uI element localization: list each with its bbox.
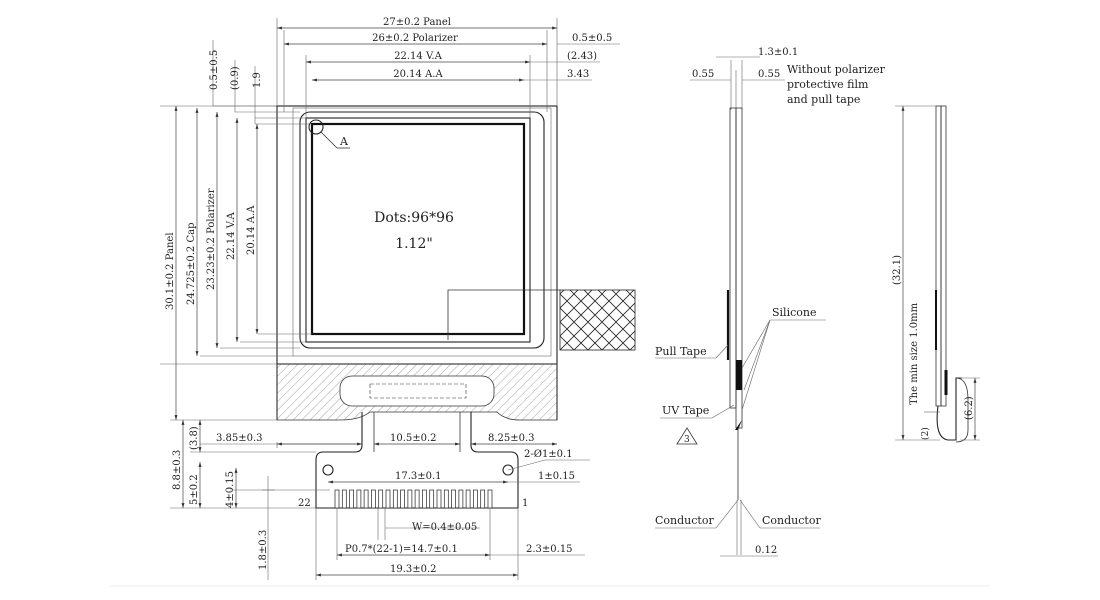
dim-top-polarizer-offset: 0.5±0.5 bbox=[209, 50, 220, 90]
dim-bent-small: (2) bbox=[920, 427, 931, 440]
dim-fpc-tail-small: (3.8) bbox=[189, 426, 200, 450]
dim-fpc-tail-height: 8.8±0.3 bbox=[172, 450, 183, 490]
bent-glass-left bbox=[935, 105, 942, 407]
dim-fpc-center-width: 10.5±0.2 bbox=[390, 433, 437, 444]
pin-first-label: 22 bbox=[298, 498, 311, 509]
dim-fpc-total-width: 19.3±0.2 bbox=[390, 564, 437, 575]
connector-pad bbox=[443, 489, 449, 509]
bent-fpc-curve bbox=[936, 377, 962, 441]
dim-right-polarizer-offset: 0.5±0.5 bbox=[572, 33, 612, 44]
pin-pads bbox=[334, 489, 493, 509]
fpc-hole-right bbox=[502, 464, 514, 476]
dim-aa-height: 20.14 A.A bbox=[246, 205, 257, 255]
pin-last-label: 1 bbox=[522, 498, 528, 509]
diagonal-label: 1.12" bbox=[395, 236, 433, 252]
active-area bbox=[310, 122, 526, 336]
dim-side-left-layer: 0.55 bbox=[692, 69, 714, 80]
bent-note-min-size: The min size 1.0mm bbox=[909, 302, 920, 405]
connector-pad bbox=[385, 489, 391, 509]
dim-polarizer-height: 23.23±0.2 Polarizer bbox=[206, 188, 217, 290]
dim-fpc-right-offset: 8.25±0.3 bbox=[488, 433, 535, 444]
connector-pad bbox=[400, 489, 405, 509]
dim-fpc-hole-pitch: 17.3±0.1 bbox=[395, 471, 442, 482]
dim-fpc-pitch: P0.7*(22-1)=14.7±0.1 bbox=[345, 544, 458, 555]
connector-pad bbox=[465, 489, 471, 509]
dim-fpc-hole: 2-Ø1±0.1 bbox=[524, 449, 573, 460]
fpc-tail: 22 1 3.85±0.3 10.5±0.2 8.25±0.3 2-Ø1±0.1… bbox=[170, 412, 590, 580]
connector-pad bbox=[349, 489, 354, 509]
dim-cap-height: 24.725±0.2 Cap bbox=[186, 223, 197, 305]
dim-va-width: 22.14 V.A bbox=[394, 51, 442, 62]
dim-fpc-pad-width: W=0.4±0.05 bbox=[412, 522, 477, 533]
side-note-line1: Without polarizer bbox=[787, 63, 886, 76]
dim-side-right-layer: 0.55 bbox=[758, 69, 780, 80]
front-view: A Dots:96*96 1.12" 27±0.2 Panel 26±0.2 P… bbox=[160, 17, 636, 421]
label-conductor-left: Conductor bbox=[655, 514, 714, 527]
bent-view: (32.1) The min size 1.0mm (6.2) (2) bbox=[892, 105, 980, 443]
dim-fpc-left-offset: 3.85±0.3 bbox=[216, 433, 263, 444]
note-triangle-num: 3 bbox=[684, 435, 690, 445]
connector-pad bbox=[436, 489, 442, 509]
silicone-fill bbox=[736, 360, 742, 390]
dim-fpc-pad-height: 4±0.15 bbox=[225, 471, 236, 508]
label-conductor-right: Conductor bbox=[762, 514, 821, 527]
connector-pad bbox=[407, 489, 413, 509]
connector-pad bbox=[487, 489, 493, 509]
dim-conductor: 0.12 bbox=[755, 545, 777, 556]
cap-outline bbox=[292, 107, 552, 357]
dots-label: Dots:96*96 bbox=[374, 210, 454, 226]
connector-pad bbox=[371, 489, 376, 509]
detail-marker-label: A bbox=[339, 135, 349, 148]
panel-outline bbox=[276, 105, 558, 365]
fpc-hole-left bbox=[322, 464, 334, 476]
dim-bent-height: (32.1) bbox=[892, 255, 903, 285]
dim-panel-height: 30.1±0.2 Panel bbox=[165, 232, 176, 310]
dim-right-aa-offset: 3.43 bbox=[567, 69, 589, 80]
label-pull-tape: Pull Tape bbox=[655, 345, 707, 358]
glass-layer-right bbox=[735, 107, 743, 429]
connector-pad bbox=[451, 489, 456, 509]
connector-pad bbox=[429, 489, 435, 509]
connector-pad bbox=[363, 489, 369, 509]
side-view: 1.3±0.1 0.55 0.55 Without polarizer prot… bbox=[655, 47, 886, 557]
dim-fpc-tail-mid: 5±0.2 bbox=[189, 474, 200, 505]
dim-fpc-pad-right: 2.3±0.15 bbox=[526, 544, 573, 555]
dim-top-aa-offset: 1.9 bbox=[252, 72, 263, 88]
side-note-line3: and pull tape bbox=[787, 93, 860, 106]
label-uv-tape: UV Tape bbox=[662, 404, 709, 417]
dim-bent-bend: (6.2) bbox=[964, 396, 975, 420]
connector-pad bbox=[480, 489, 486, 509]
dim-polarizer-width: 26±0.2 Polarizer bbox=[372, 33, 458, 44]
connector-pad bbox=[458, 489, 464, 509]
glass-layer-left bbox=[729, 107, 737, 409]
label-silicone: Silicone bbox=[772, 306, 816, 319]
connector-pad bbox=[414, 489, 420, 509]
connector-pad bbox=[392, 489, 398, 509]
note-triangle bbox=[676, 427, 698, 445]
dim-side-thickness: 1.3±0.1 bbox=[758, 47, 798, 58]
connector-pad bbox=[334, 489, 340, 509]
polarizer-outline bbox=[299, 111, 545, 349]
connector-pad bbox=[422, 489, 427, 509]
dim-aa-width: 20.14 A.A bbox=[393, 69, 443, 80]
crosshatch-tape bbox=[559, 289, 636, 351]
dim-panel-width: 27±0.2 Panel bbox=[383, 17, 451, 28]
side-note-line2: protective film bbox=[787, 78, 869, 91]
connector-pad bbox=[378, 489, 384, 509]
dim-right-va-offset: (2.43) bbox=[567, 51, 597, 62]
connector-pad bbox=[341, 489, 347, 509]
connector-pad bbox=[473, 489, 478, 509]
detail-marker-circle bbox=[308, 119, 324, 135]
bent-glass-right bbox=[940, 105, 947, 407]
dim-fpc-hole-offset: 1±0.15 bbox=[538, 471, 575, 482]
dim-fpc-bottom: 1.8±0.3 bbox=[258, 530, 269, 570]
viewing-area bbox=[305, 117, 531, 343]
dim-top-va-offset: (0.9) bbox=[230, 66, 241, 90]
connector-pad bbox=[356, 489, 362, 509]
dim-va-height: 22.14 V.A bbox=[226, 212, 237, 260]
